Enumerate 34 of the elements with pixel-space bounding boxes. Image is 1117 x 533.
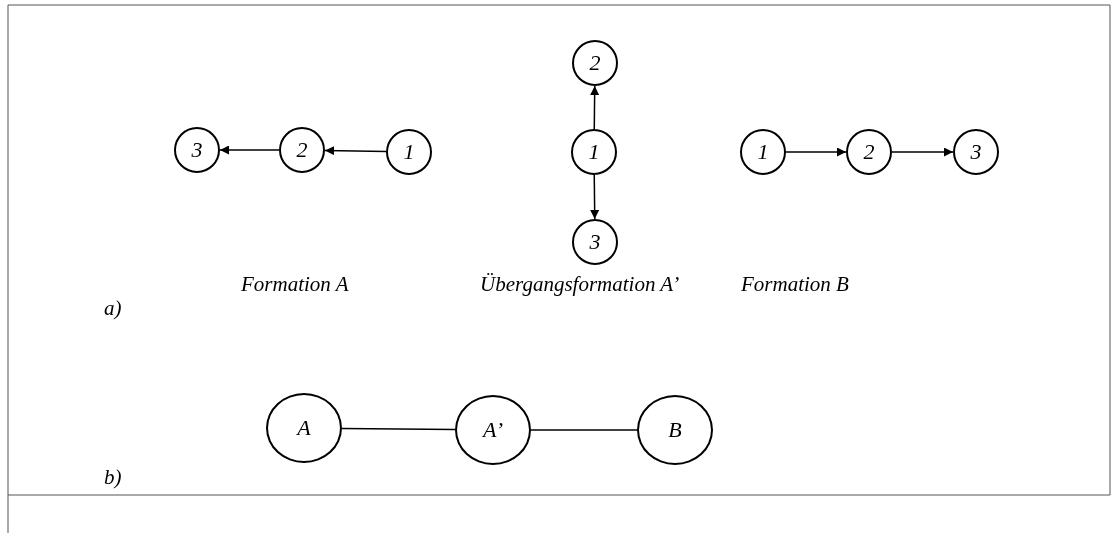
state-circle bbox=[572, 40, 618, 86]
arrow bbox=[219, 145, 280, 155]
arrow bbox=[590, 85, 600, 130]
state-circle bbox=[846, 129, 892, 175]
arrow bbox=[891, 147, 954, 157]
node-label: 3 bbox=[970, 139, 982, 165]
node-label: 1 bbox=[403, 139, 415, 165]
state-circle bbox=[740, 129, 786, 175]
arrow bbox=[324, 146, 387, 156]
arrow bbox=[785, 147, 847, 157]
node-label: 3 bbox=[589, 229, 601, 255]
state-circle bbox=[572, 219, 618, 265]
node-label: 2 bbox=[296, 137, 308, 163]
state-circle bbox=[571, 129, 617, 175]
node-label: 3 bbox=[191, 137, 203, 163]
node-label: 2 bbox=[863, 139, 875, 165]
connector-line bbox=[530, 429, 638, 431]
formation-caption: Übergangsformation A’ bbox=[480, 272, 680, 297]
node-label: 1 bbox=[757, 139, 769, 165]
connector-line bbox=[341, 427, 456, 431]
panel-letter: b) bbox=[104, 465, 122, 490]
state-circle bbox=[386, 129, 432, 175]
formation-caption: Formation A bbox=[241, 272, 349, 297]
node-label: A’ bbox=[483, 417, 503, 443]
arrow bbox=[590, 174, 600, 220]
node-label: A bbox=[297, 415, 311, 441]
formation-caption: Formation B bbox=[741, 272, 849, 297]
state-circle bbox=[174, 127, 220, 173]
state-circle bbox=[953, 129, 999, 175]
state-circle bbox=[279, 127, 325, 173]
node-label: 1 bbox=[588, 139, 600, 165]
panel-letter: a) bbox=[104, 296, 122, 321]
node-label: B bbox=[668, 417, 682, 443]
node-label: 2 bbox=[589, 50, 601, 76]
